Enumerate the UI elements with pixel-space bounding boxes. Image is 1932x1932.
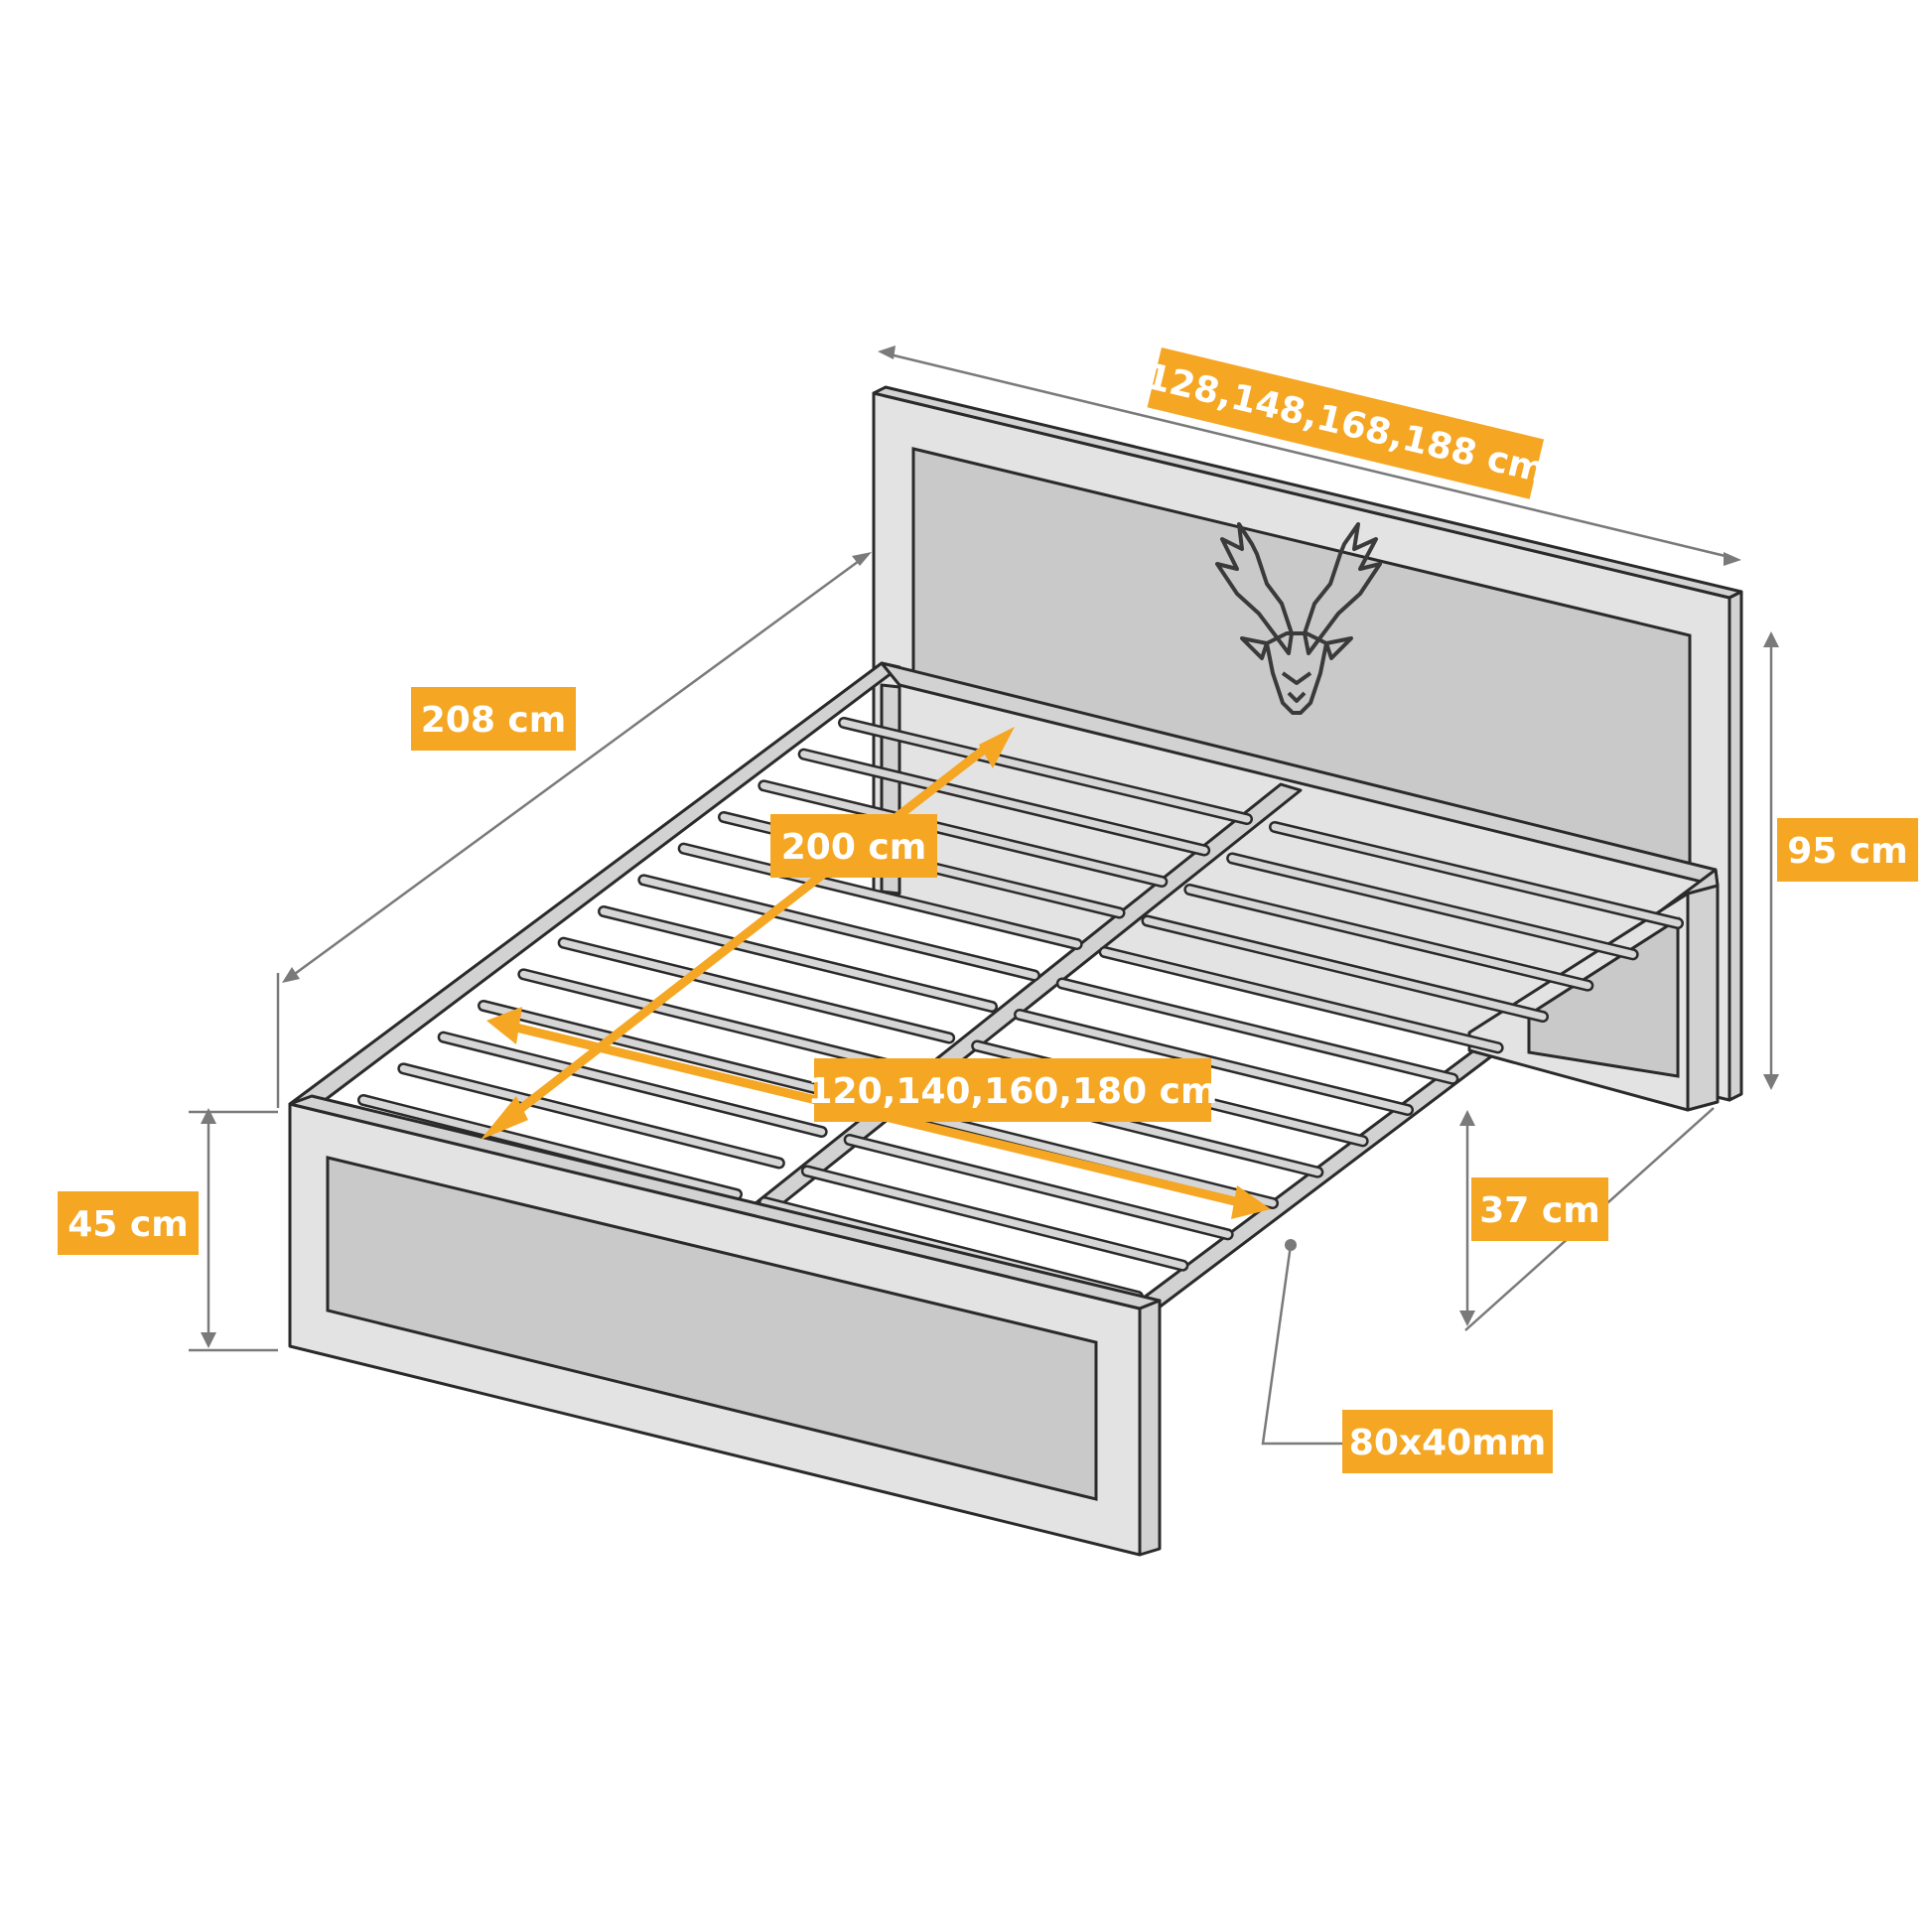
slat-face-2-right [1228,855,1637,958]
slat-face-9-left [519,970,910,1073]
slat-face-3-left [759,781,1166,886]
slat-face-7-right [1016,1011,1412,1114]
slat-face-1-left [840,719,1251,823]
label-width-inner: 120,140,160,180 cm [808,1058,1218,1122]
svg-text:120,140,160,180 cm: 120,140,160,180 cm [808,1071,1218,1112]
deer-head-icon [1215,522,1382,715]
svg-text:37 cm: 37 cm [1479,1190,1599,1231]
slat-face-5-right [1101,948,1502,1051]
label-height-footboard: 45 cm [58,1191,199,1255]
slat-face-8-left [560,939,953,1041]
label-height-headboard: 95 cm [1777,818,1918,882]
slat-face-12-left [399,1064,783,1167]
label-length-inner: 200 cm [770,814,937,878]
slat-face-2-left [800,751,1208,854]
label-profile: 80x40mm [1342,1410,1553,1473]
slat-face-1-right [1271,823,1682,927]
slat-face-3-right [1185,886,1591,990]
footboard-panel [326,1156,1098,1501]
slat-face-6-left [639,876,1038,979]
svg-text:200 cm: 200 cm [781,827,927,868]
slat-face-5-left [680,845,1081,948]
label-length-total: 208 cm [411,687,576,751]
slat-face-11-left [440,1034,826,1136]
svg-text:95 cm: 95 cm [1787,831,1907,872]
slat-face-11-right [846,1136,1232,1238]
slat-face-12-right [803,1168,1186,1270]
slat-face-6-right [1058,980,1456,1083]
svg-text:208 cm: 208 cm [421,700,567,741]
slat-face-4-right [1144,917,1547,1021]
svg-text:45 cm: 45 cm [68,1204,188,1245]
slat-face-13-left [359,1096,741,1198]
svg-text:80x40mm: 80x40mm [1349,1423,1546,1463]
label-clearance: 37 cm [1471,1177,1608,1241]
slat-face-10-left [480,1002,868,1104]
slat-face-10-right [889,1105,1277,1207]
slat-face-7-left [600,907,996,1011]
footboard [288,1094,1162,1557]
